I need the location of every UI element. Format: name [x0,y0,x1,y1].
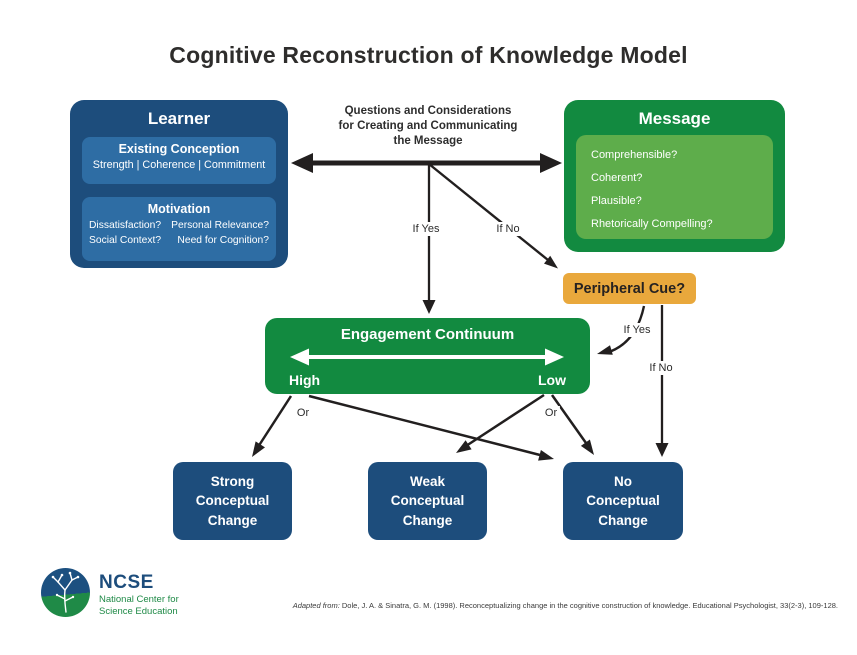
existing-conception-panel: Existing Conception Strength | Coherence… [82,137,276,184]
motivation-item: Need for Cognition? [177,235,269,246]
phylogenetic-tree-icon [51,571,80,613]
outcome-line: Weak [409,474,446,490]
message-item: Coherent? [591,172,643,184]
learner-title: Learner [147,109,211,128]
if-no-arrow-to-cue [428,163,558,269]
engagement-high-label: High [289,372,321,388]
ncse-name-line: Science Education [99,605,178,617]
outcome-line: Conceptual [586,493,660,509]
motivation-panel: Motivation Dissatisfaction? Personal Rel… [82,197,276,261]
motivation-item: Personal Relevance? [171,220,269,231]
citation-prefix: Adapted from: [292,601,340,610]
engagement-to-strong-arrow [252,395,293,457]
if-yes-top-label: If Yes [409,222,443,236]
peripheral-cue-box: Peripheral Cue? [563,273,696,304]
outcome-line: No [614,474,632,490]
strong-conceptual-change-box: Strong Conceptual Change [173,462,292,540]
motivation-title: Motivation [147,202,211,216]
if-no-top-label: If No [493,222,523,236]
message-item: Comprehensible? [591,149,678,161]
or-right-label: Or [541,406,561,420]
engagement-to-weak-arrow [456,393,545,453]
center-note-line: the Message [393,135,463,148]
existing-conception-attributes: Strength | Coherence | Commitment [92,159,266,171]
message-item: Plausible? [591,195,642,207]
engagement-title: Engagement Continuum [340,326,515,343]
cue-if-yes-label: If Yes [620,323,654,337]
ncse-acronym: NCSE [99,572,154,593]
cue-if-no-arrow [655,305,669,457]
center-note-line: Questions and Considerations [344,105,512,117]
engagement-low-label: Low [538,372,566,388]
ncse-logo [41,568,90,617]
learner-box: Learner Existing Conception Strength | C… [70,100,288,268]
outcome-line: Conceptual [390,493,465,509]
message-item: Rhetorically Compelling? [591,218,713,230]
ncse-name-line: National Center for [99,594,179,605]
outcome-line: Change [598,512,648,528]
message-panel: Comprehensible? Coherent? Plausible? Rhe… [576,135,773,239]
motivation-item: Social Context? [89,235,162,246]
engagement-low-to-no-arrow [550,394,594,455]
learner-message-double-arrow [291,153,562,173]
center-note-line: for Creating and Communicating [338,120,518,133]
engagement-high-to-no-long-arrow [308,394,554,461]
weak-conceptual-change-box: Weak Conceptual Change [368,462,487,540]
citation-text: Dole, J. A. & Sinatra, G. M. (1998). Rec… [339,601,838,610]
motivation-item: Dissatisfaction? [89,220,162,231]
ncse-wordmark: NCSE National Center for Science Educati… [99,572,179,618]
message-title: Message [638,109,711,128]
citation: Adapted from: Dole, J. A. & Sinatra, G. … [293,601,838,610]
engagement-continuum-box: Engagement Continuum High Low [265,318,590,394]
existing-conception-title: Existing Conception [118,142,240,156]
page-title: Cognitive Reconstruction of Knowledge Mo… [169,42,688,68]
outcome-line: Conceptual [195,493,270,509]
outcome-line: Change [402,512,453,528]
outcome-line: Strong [210,474,255,490]
no-conceptual-change-box: No Conceptual Change [563,462,683,540]
center-note: Questions and Considerations for Creatin… [339,104,518,150]
message-box: Message Comprehensible? Coherent? Plausi… [564,100,785,252]
cue-if-no-label: If No [646,361,676,375]
outcome-line: Change [207,512,258,528]
if-yes-arrow-to-engagement [422,165,436,314]
or-left-label: Or [293,406,313,420]
peripheral-cue-title: Peripheral Cue? [573,280,686,297]
